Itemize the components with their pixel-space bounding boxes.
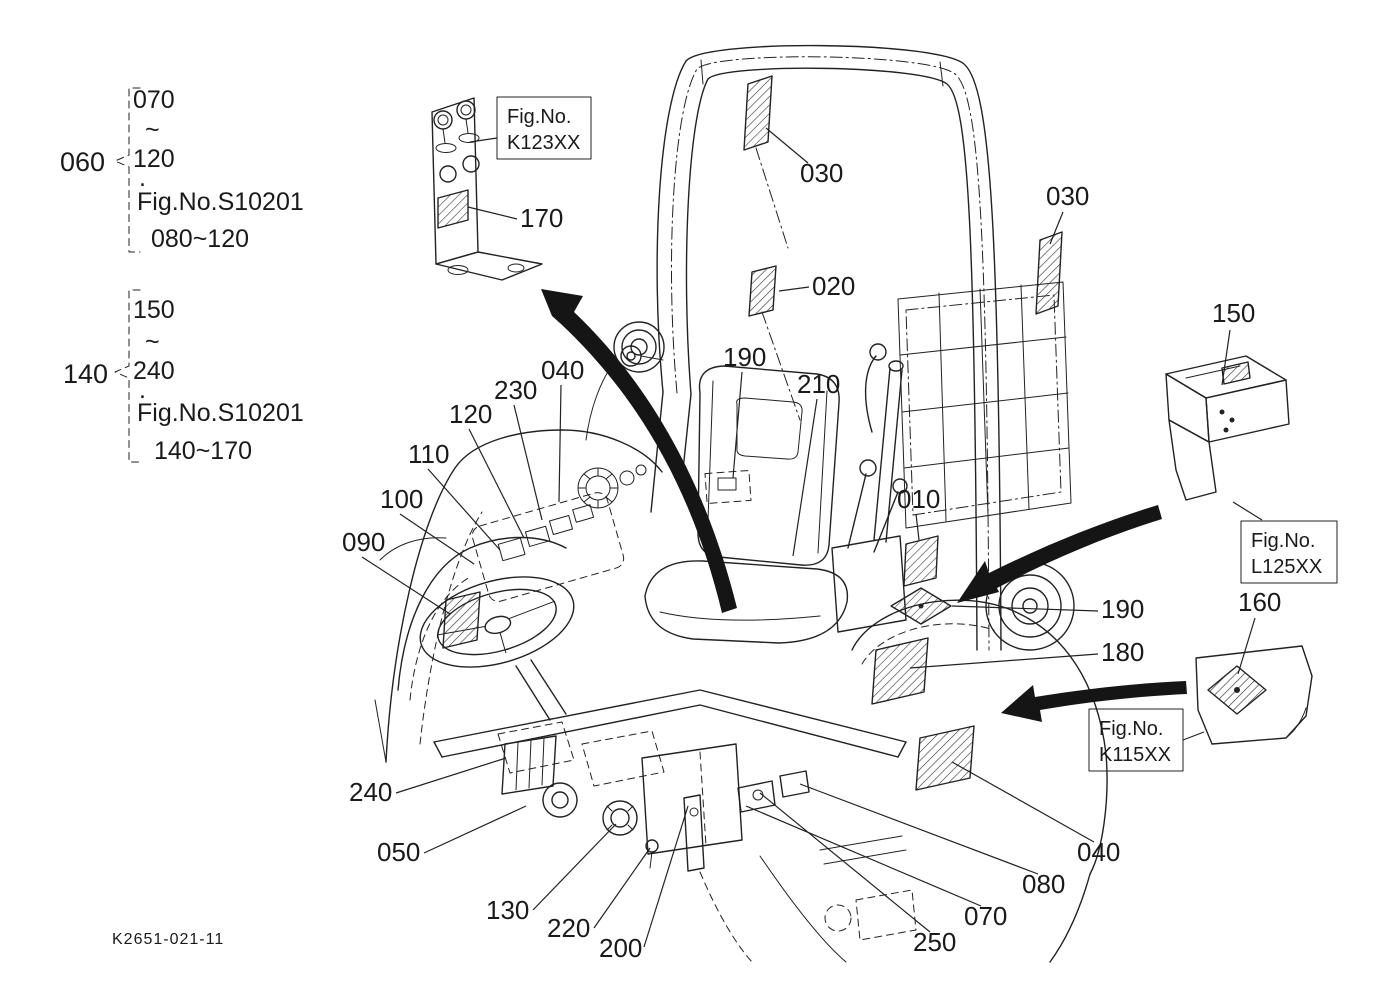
ref-group-140-range: 140~170	[154, 437, 252, 465]
callout-250: 250	[913, 927, 956, 957]
callout-030-rops-right: 030	[1046, 181, 1089, 211]
ref-group-060-fig: Fig.No.S10201	[137, 188, 304, 216]
callout-240: 240	[349, 777, 392, 807]
tank-and-fittings-drawing	[542, 743, 810, 872]
callout-220: 220	[547, 913, 590, 943]
decal-010	[903, 535, 939, 587]
detail-arrow-bottom-right	[1001, 681, 1187, 722]
decal-090	[442, 591, 481, 649]
detail-arrows	[541, 289, 1187, 722]
ref-group-140-dot: .	[139, 376, 146, 404]
right-fender-drawing	[851, 561, 1108, 963]
callout-120: 120	[449, 399, 492, 429]
callout-170: 170	[520, 203, 563, 233]
fig-ref-k115xx-box	[1088, 708, 1184, 772]
callout-180: 180	[1101, 637, 1144, 667]
callout-200: 200	[599, 933, 642, 963]
callout-080: 080	[1022, 869, 1065, 899]
part-150-drawing	[1165, 355, 1290, 501]
callout-040-dash: 040	[541, 355, 584, 385]
ref-group-140-bracket	[114, 289, 141, 463]
fig-ref-k115xx-line2: K115XX	[1099, 744, 1171, 766]
callout-090: 090	[342, 527, 385, 557]
ref-group-140-tilde: ~	[145, 328, 160, 356]
ref-group-140-fig: Fig.No.S10201	[137, 399, 304, 427]
callout-160: 160	[1238, 587, 1281, 617]
left-fender-drawing	[397, 536, 567, 701]
dash-components-drawing	[471, 464, 647, 602]
vent-240	[501, 735, 557, 795]
part-160-drawing	[1195, 645, 1313, 745]
ref-group-060-to: 120	[133, 145, 175, 173]
fig-ref-k123xx-line2: K123XX	[507, 132, 580, 154]
ref-group-140-from: 150	[133, 296, 175, 324]
fig-ref-k123xx-line1: Fig.No.	[507, 106, 571, 128]
callout-110: 110	[408, 439, 449, 469]
ref-group-060: 060 070 ~ 120 . Fig.No.S10201 080~120	[60, 86, 304, 253]
ref-group-140-to: 240	[133, 357, 175, 385]
callout-210: 210	[797, 369, 840, 399]
callout-130: 130	[486, 895, 529, 925]
rops-frame-drawing	[620, 44, 1002, 651]
rear-chassis-drawing	[699, 835, 917, 963]
fig-ref-l125xx-line2: L125XX	[1251, 556, 1322, 578]
callout-070: 070	[964, 901, 1007, 931]
mesh-screen-drawing	[897, 281, 1072, 529]
callout-040-side-vent: 040	[1077, 837, 1120, 867]
fig-ref-l125xx-line1: Fig.No.	[1251, 530, 1315, 552]
decal-020	[748, 265, 777, 317]
console-and-levers-drawing	[831, 459, 952, 633]
ref-group-060-label: 060	[60, 147, 105, 177]
callout-190-seat: 190	[723, 342, 766, 372]
leader-lines	[361, 127, 1263, 948]
fig-ref-k115xx: Fig.No. K115XX	[1088, 708, 1184, 772]
decal-030-top	[743, 75, 773, 151]
drawing-number: K2651-021-11	[112, 931, 224, 948]
detail-arrow-right	[957, 505, 1162, 603]
fig-ref-k115xx-line1: Fig.No.	[1099, 718, 1163, 740]
fig-ref-k123xx: Fig.No. K123XX	[496, 96, 592, 160]
rops-decals	[743, 75, 1063, 317]
ref-group-060-bracket	[114, 87, 141, 253]
callout-230: 230	[494, 375, 537, 405]
callout-150: 150	[1212, 298, 1255, 328]
ref-group-060-dot: .	[139, 164, 146, 192]
callout-010: 010	[897, 484, 940, 514]
callout-020: 020	[812, 271, 855, 301]
ref-group-140: 140 150 ~ 240 . Fig.No.S10201 140~170	[63, 289, 304, 465]
decal-180	[871, 637, 929, 705]
ref-group-060-tilde: ~	[145, 116, 160, 144]
platform-drawing	[433, 689, 907, 795]
callout-030-rops-top: 030	[800, 158, 843, 188]
bracket-detail-drawing	[431, 97, 543, 281]
fig-ref-k123xx-box	[496, 96, 592, 160]
detail-arrow-bracket	[541, 289, 737, 613]
decal-030-right	[1035, 231, 1063, 315]
seat-drawing	[644, 365, 849, 644]
callout-100: 100	[380, 484, 423, 514]
callout-190-fender: 190	[1101, 594, 1144, 624]
decal-170	[437, 189, 469, 229]
callout-050: 050	[377, 837, 420, 867]
decal-150	[1221, 361, 1251, 385]
fig-ref-l125xx-box	[1240, 520, 1338, 584]
ref-group-060-range: 080~120	[151, 225, 249, 253]
tractor-line-art	[374, 44, 1313, 963]
ref-group-140-label: 140	[63, 359, 108, 389]
fuel-cap-130	[602, 800, 638, 836]
fig-ref-l125xx: Fig.No. L125XX	[1240, 520, 1338, 584]
decal-040-side	[915, 725, 975, 791]
ref-group-060-from: 070	[133, 86, 175, 114]
bracket-200	[683, 794, 705, 872]
